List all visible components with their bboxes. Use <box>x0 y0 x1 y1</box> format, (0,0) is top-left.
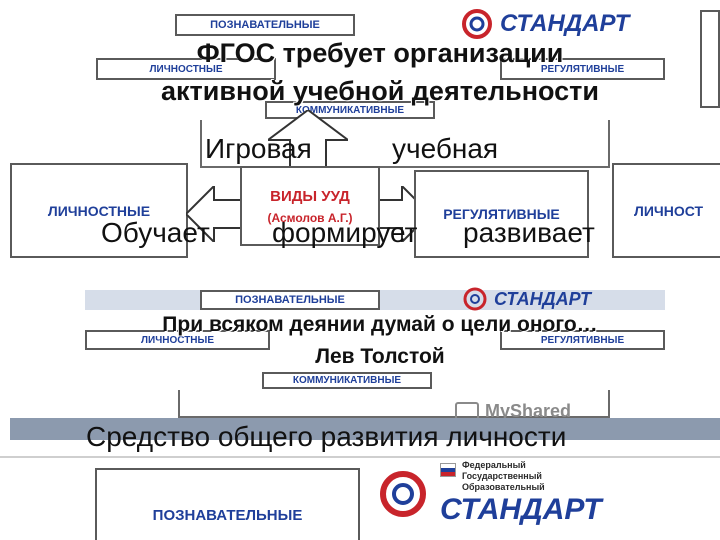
personal-far-right-label: ЛИЧНОСТ <box>634 202 704 219</box>
standard-emblem-small-icon <box>463 287 487 311</box>
arrow-left-icon <box>186 186 246 242</box>
bottom-text-strip <box>10 418 720 440</box>
mid-standard-logo: СТАНДАРТ <box>462 286 591 312</box>
russian-flag-icon <box>440 463 456 477</box>
mid-regulative-small-box: РЕГУЛЯТИВНЫЕ <box>500 330 665 350</box>
mid-cognitive-box: ПОЗНАВАТЕЛЬНЫЕ <box>200 290 380 310</box>
right-edge-block <box>700 10 720 108</box>
heading-line-2: активной учебной деятельности <box>161 76 599 106</box>
top-standard-logo: СТАНДАРТ <box>460 8 629 40</box>
bottom-divider <box>0 456 720 458</box>
personal-far-right-box: ЛИЧНОСТ <box>612 163 720 258</box>
mid-standard-brand: СТАНДАРТ <box>494 288 591 309</box>
logo-line-2: Государственный <box>462 471 542 481</box>
regulative-label: РЕГУЛЯТИВНЫЕ <box>443 206 560 222</box>
top-cognitive-label: ПОЗНАВАТЕЛЬНЫЕ <box>210 19 320 31</box>
uud-center-title: ВИДЫ УУД <box>270 187 350 205</box>
quote-author: Лев Толстой <box>315 345 445 368</box>
watermark-text: MyShared <box>485 401 572 421</box>
uud-center-sub: (Асмолов А.Г.) <box>267 210 353 225</box>
top-diagram-frame <box>200 120 610 168</box>
mid-cognitive-label: ПОЗНАВАТЕЛЬНЫЕ <box>235 294 345 306</box>
standard-emblem-large-icon <box>380 470 426 517</box>
arrow-up-icon <box>268 110 348 170</box>
mid-personal-small-label: ЛИЧНОСТНЫЕ <box>141 334 214 346</box>
top-personal-small-label: ЛИЧНОСТНЫЕ <box>149 63 223 75</box>
top-regulative-small-label: РЕГУЛЯТИВНЫЕ <box>540 63 625 75</box>
bottom-standard-logo: Федеральный Государственный Образователь… <box>378 460 602 527</box>
word-uchebnaya: учебная <box>392 133 499 164</box>
personal-label: ЛИЧНОСТНЫЕ <box>47 202 151 219</box>
word-razvivaet: развивает <box>463 217 595 248</box>
mid-diagram-frame <box>178 390 610 418</box>
top-personal-small-box: ЛИЧНОСТНЫЕ <box>96 58 276 80</box>
word-obuchaet: Обучает <box>101 217 210 248</box>
bottom-cognitive-label: ПОЗНАВАТЕЛЬНЫЕ <box>152 506 303 524</box>
bottom-standard-brand: СТАНДАРТ <box>440 493 602 526</box>
top-cognitive-box: ПОЗНАВАТЕЛЬНЫЕ <box>175 14 355 36</box>
bottom-cognitive-box: ПОЗНАВАТЕЛЬНЫЕ <box>95 468 360 540</box>
logo-line-3: Образовательный <box>462 482 545 492</box>
mid-communicative-box: КОММУНИКАТИВНЫЕ <box>262 372 432 389</box>
word-formiruet: формирует <box>272 217 418 248</box>
personal-box: ЛИЧНОСТНЫЕ <box>10 163 188 258</box>
mid-personal-small-box: ЛИЧНОСТНЫЕ <box>85 330 270 350</box>
top-regulative-small-box: РЕГУЛЯТИВНЫЕ <box>500 58 665 80</box>
mid-regulative-small-label: РЕГУЛЯТИВНЫЕ <box>540 334 625 346</box>
top-communicative-label: КОММУНИКАТИВНЫЕ <box>295 104 405 116</box>
bottom-text: Средство общего развития личности <box>86 421 567 452</box>
standard-emblem-icon <box>462 9 492 39</box>
quote-text: При всяком деянии думай о цели оного… <box>162 313 598 336</box>
bottom-logo-text: Федеральный Государственный Образователь… <box>440 460 602 527</box>
uud-center-box: ВИДЫ УУД (Асмолов А.Г.) <box>240 166 380 246</box>
heading-line-1: ФГОС требует организации <box>196 38 564 68</box>
logo-line-1: Федеральный <box>462 460 526 470</box>
top-standard-brand: СТАНДАРТ <box>500 10 630 37</box>
word-igrovaya: Игровая <box>205 133 312 164</box>
regulative-box: РЕГУЛЯТИВНЫЕ <box>414 170 589 258</box>
mid-communicative-label: КОММУНИКАТИВНЫЕ <box>292 375 402 386</box>
